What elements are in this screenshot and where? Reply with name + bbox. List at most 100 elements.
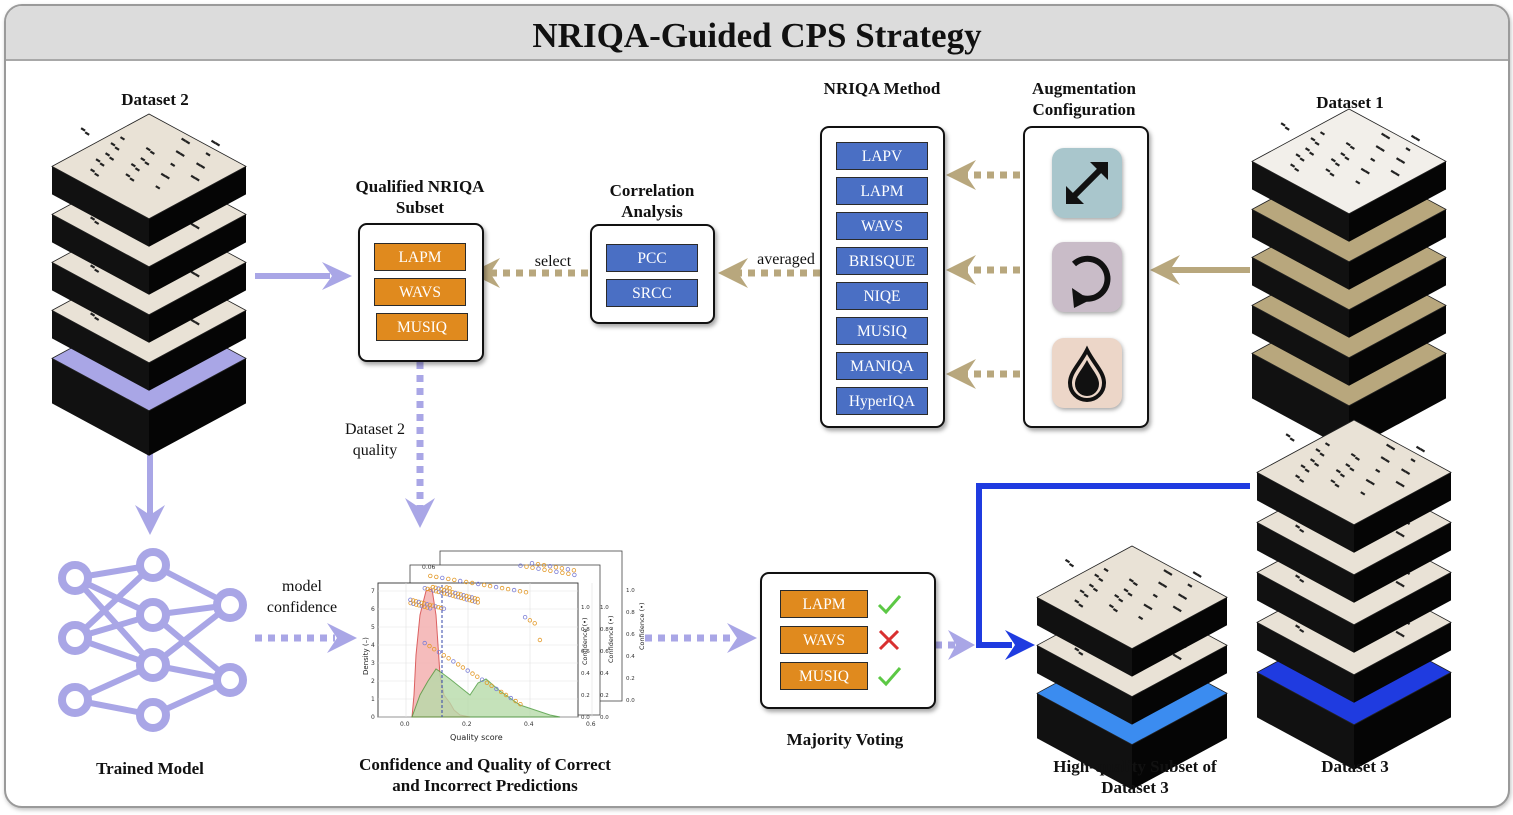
plot-point (428, 587, 433, 592)
plot-point (453, 590, 458, 596)
arrow-model-to-plot (255, 623, 357, 653)
nriqa-item-lapv: LAPV (836, 142, 928, 170)
plot-point (465, 668, 470, 673)
qualified-item-wavs: WAVS (374, 278, 466, 306)
plot-conf-tick-right-b: 0.4 (600, 671, 609, 677)
plot-xtick: 0.0 (400, 721, 410, 728)
plot-point (498, 689, 504, 695)
neural-network-icon (58, 548, 247, 732)
plot-point (475, 674, 480, 679)
plot-point (508, 695, 513, 701)
correlation-item-srcc: SRCC (606, 279, 698, 307)
plot-point (440, 575, 445, 581)
voting-item-wavs: WAVS (780, 626, 868, 654)
plot-point (524, 564, 529, 569)
plot-ytick: 2 (371, 678, 375, 685)
plot-conf-tick-right-c: 0.0 (626, 698, 635, 704)
plot-point (455, 662, 461, 667)
arrow-dataset2-to-qualified (255, 262, 352, 290)
plot-ytick: 7 (371, 588, 375, 595)
plot-ytick: 4 (371, 642, 375, 649)
voting-caption: Majority Voting (786, 730, 904, 749)
plot-point (438, 605, 444, 611)
arrow-dataset1-to-aug (1150, 255, 1250, 285)
plot-point (481, 582, 487, 588)
plot-point (431, 646, 437, 652)
plot-conf-tick-right-b: 1.0 (600, 605, 609, 611)
edge-label-dataset2-quality: Dataset 2 quality (345, 421, 405, 459)
plot-point (466, 594, 472, 599)
plot-point (529, 561, 535, 566)
plot-point (560, 570, 565, 575)
augmentation-panel (1023, 126, 1149, 428)
plot-point (451, 659, 456, 664)
plot-point (436, 586, 441, 591)
plot-point (566, 571, 571, 576)
plot-ytick: 5 (371, 624, 375, 631)
plot-point (433, 604, 438, 609)
plot-point (441, 606, 447, 611)
correlation-item-pcc: PCC (606, 244, 698, 272)
plot-point (436, 605, 441, 610)
edge-label-select: select (534, 253, 572, 270)
plot-point (518, 701, 523, 707)
plot-ytick: 1 (371, 696, 375, 703)
plot-point (554, 569, 559, 574)
edge-label-averaged: averaged (757, 251, 815, 268)
plot-point (436, 649, 442, 655)
plot-xtick: 0.4 (524, 721, 534, 728)
plot-point (494, 686, 499, 692)
plot-point (411, 598, 416, 603)
nriqa-item-lapm: LAPM (836, 177, 928, 205)
plot-point (434, 574, 439, 580)
plot-point (547, 564, 553, 569)
confidence-quality-plot: 0.06 Quality score Density (–) Confidenc… (362, 550, 646, 742)
nriqa-item-hyperiqa: HyperIQA (836, 387, 928, 415)
nriqa-item-brisque: BRISQUE (836, 247, 928, 275)
plot-point (416, 599, 421, 605)
check-icon (877, 595, 902, 615)
plot-ytick: 6 (371, 606, 375, 613)
plot-point (450, 590, 455, 595)
plot-point (464, 593, 469, 599)
plot-point (444, 585, 449, 590)
voting-item-lapm: LAPM (780, 590, 868, 618)
plot-conf-tick-right-a: 0.4 (581, 671, 590, 677)
qualified-panel: LAPM WAVS MUSIQ (358, 223, 484, 362)
rotate-arrow-icon (1052, 242, 1122, 312)
trained-model-label: Trained Model (96, 759, 204, 778)
plot-right-label-3: Confidence (•) (638, 602, 646, 650)
plot-conf-tick-right-c: 0.2 (626, 676, 635, 682)
plot-point (430, 584, 436, 590)
plot-point (511, 587, 517, 593)
plot-point (553, 565, 559, 570)
plot-conf-tick-right-c: 1.0 (626, 588, 635, 594)
title-bar: NRIQA-Guided CPS Strategy (6, 6, 1508, 61)
dataset1-stack (1251, 108, 1447, 451)
dataset2-stack (51, 113, 247, 456)
plot-point (537, 637, 543, 643)
plot-point (460, 665, 466, 670)
nriqa-item-wavs: WAVS (836, 212, 928, 240)
plot-point (447, 586, 452, 591)
plot-point (439, 587, 444, 592)
augmentation-title: Augmentation Configuration (1032, 79, 1136, 119)
plot-conf-tick-right-c: 0.6 (626, 632, 635, 638)
plot-back-tick: 0.06 (422, 564, 436, 571)
hq-subset-label: High-quality Subset of Dataset 3 (1053, 757, 1217, 797)
plot-point (472, 596, 477, 601)
plot-conf-tick-right-a: 0.8 (581, 627, 590, 633)
plot-conf-tick-right-a: 0.2 (581, 693, 590, 699)
plot-point (571, 568, 577, 573)
plot-point (541, 563, 547, 568)
plot-conf-tick-right-a: 0.0 (581, 715, 590, 721)
plot-point (441, 653, 446, 658)
plot-right-label-2: Confidence (•) (607, 615, 615, 663)
resize-arrows-icon (1052, 148, 1122, 218)
plot-conf-tick-right-c: 0.8 (626, 610, 635, 616)
edge-label-model-confidence: model confidence (266, 578, 338, 616)
arrow-correlation-to-qualified (470, 258, 588, 288)
nriqa-item-niqe: NIQE (836, 282, 928, 310)
